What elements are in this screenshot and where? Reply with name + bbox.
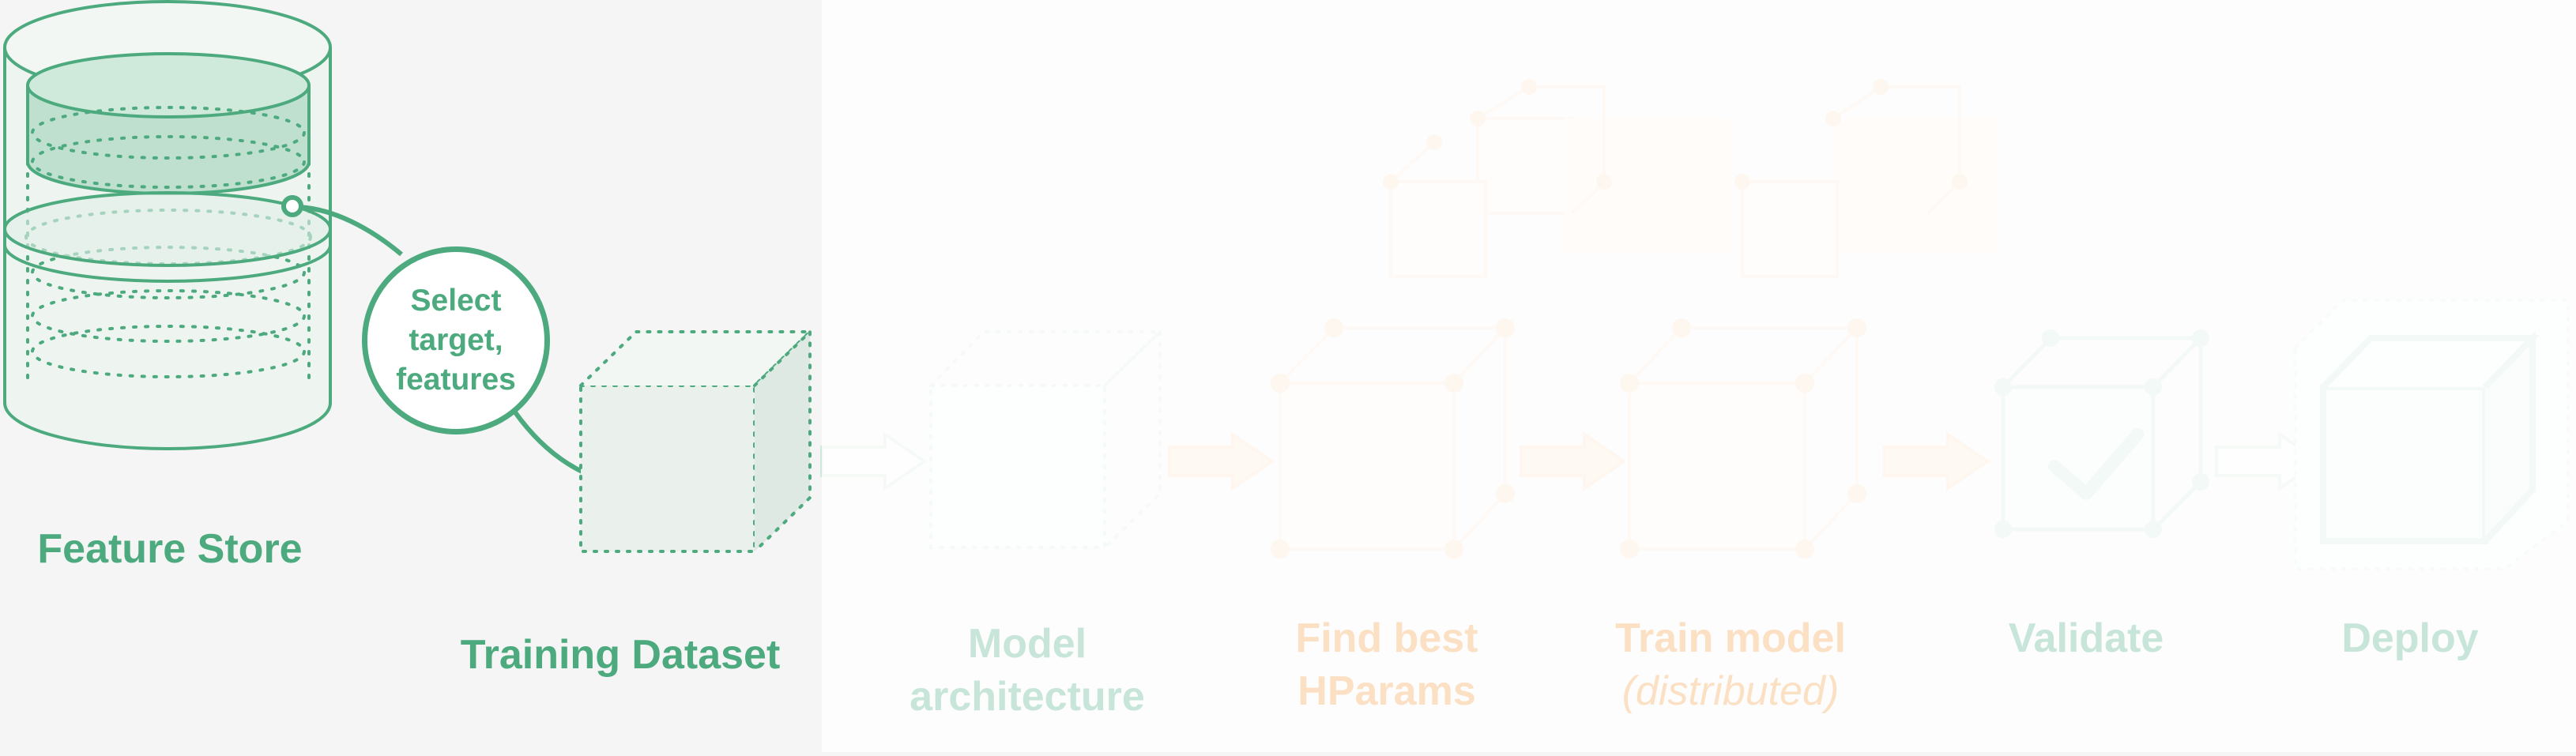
deploy-label: Deploy [2341, 615, 2479, 661]
callout-line-3: features [396, 362, 516, 397]
feature-store-label: Feature Store [37, 526, 303, 572]
find-best-hparams-label: Find best HParams [1295, 615, 1478, 714]
feature-store-database-icon [2, 0, 332, 450]
train-model-label: Train model (distributed) [1615, 615, 1846, 714]
training-dataset-cube-icon [579, 328, 814, 553]
model-architecture-label: Model architecture [910, 621, 1145, 720]
callout-line-2: target, [409, 323, 503, 358]
callout-line-1: Select [410, 284, 502, 318]
select-features-callout: Select target, features [362, 246, 550, 434]
training-dataset-label: Training Dataset [460, 632, 781, 678]
validate-label: Validate [2008, 615, 2164, 661]
inactive-steps-overlay [822, 0, 2576, 752]
